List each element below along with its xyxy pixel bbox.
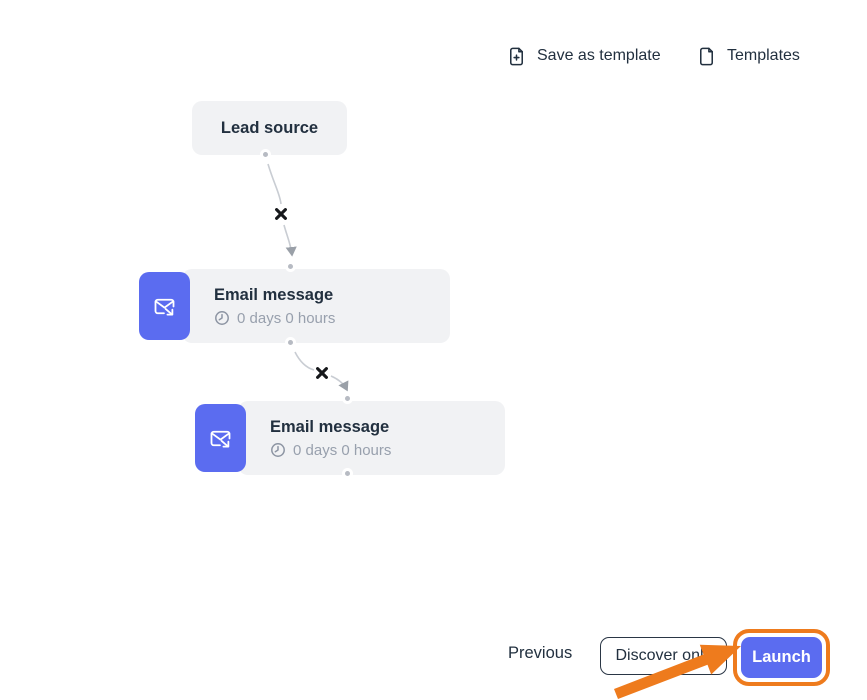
node-email-1-title: Email message — [214, 286, 334, 305]
node-email-1-delay: 0 days 0 hours — [237, 309, 336, 327]
node-email-message-2[interactable]: Email message 0 days 0 hours — [195, 401, 505, 475]
discover-only-label: Discover only — [615, 647, 712, 664]
node-email-2-body: Email message 0 days 0 hours — [238, 401, 505, 475]
node-email-2-delay: 0 days 0 hours — [293, 441, 392, 459]
save-as-template-button[interactable]: Save as template — [505, 42, 661, 70]
remove-connection-icon[interactable] — [314, 365, 330, 381]
file-icon — [695, 44, 717, 68]
discover-only-button[interactable]: Discover only — [600, 637, 727, 675]
save-as-template-label: Save as template — [537, 47, 661, 64]
node-lead-source-title: Lead source — [220, 118, 319, 137]
clock-icon — [215, 311, 229, 326]
clock-icon — [271, 443, 285, 458]
node-lead-source[interactable]: Lead source — [192, 101, 347, 155]
templates-button[interactable]: Templates — [695, 42, 800, 70]
node-email-1-body: Email message 0 days 0 hours — [182, 269, 450, 343]
file-plus-icon — [505, 44, 527, 68]
send-email-icon — [139, 272, 190, 340]
node-email-2-delay-row: 0 days 0 hours — [270, 442, 505, 459]
send-email-icon — [195, 404, 246, 472]
node-email-message-1[interactable]: Email message 0 days 0 hours — [139, 269, 450, 343]
port-email-2-bottom[interactable] — [341, 467, 353, 479]
port-email-2-top[interactable] — [341, 392, 353, 404]
node-email-1-delay-row: 0 days 0 hours — [214, 310, 450, 327]
port-email-1-bottom[interactable] — [284, 336, 296, 348]
remove-connection-icon[interactable] — [273, 206, 289, 222]
previous-button[interactable]: Previous — [508, 644, 573, 662]
port-email-1-top[interactable] — [284, 260, 296, 272]
launch-button[interactable]: Launch — [741, 637, 822, 678]
port-lead-source-bottom[interactable] — [259, 148, 271, 160]
templates-label: Templates — [727, 47, 800, 64]
node-email-2-title: Email message — [270, 418, 390, 437]
annotation-highlight-ring: Launch — [733, 629, 830, 686]
